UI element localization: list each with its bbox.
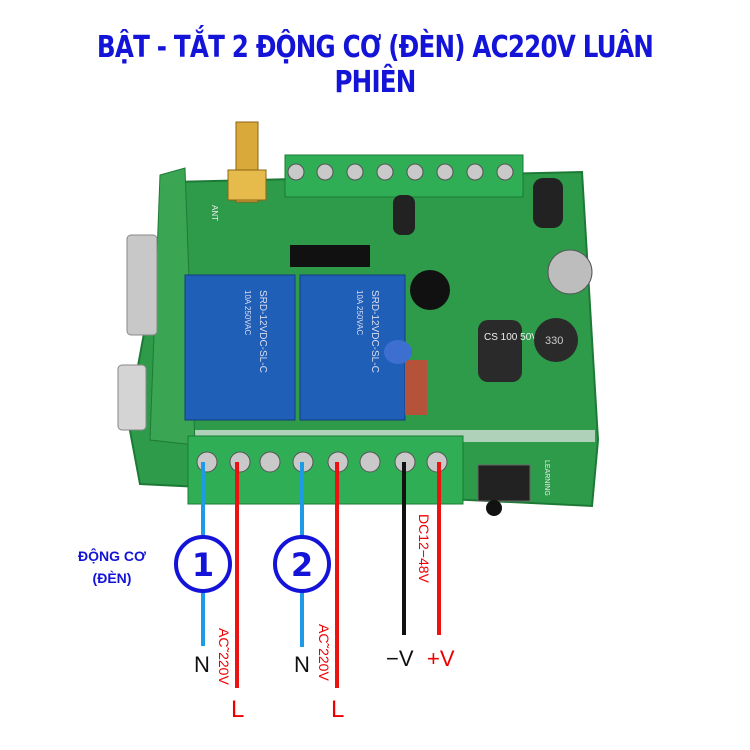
- voltage-label-1: AC˜220V: [216, 628, 232, 685]
- motor-label: ĐỘNG CƠ (ĐÈN): [62, 545, 162, 589]
- terminal-screw: [496, 163, 514, 181]
- terminal-screw: [229, 451, 251, 473]
- live-label-2: L: [331, 696, 345, 723]
- smd-capacitor: [547, 249, 593, 295]
- side-connector: [117, 364, 147, 431]
- main-capacitor: [478, 320, 522, 382]
- page-title: BẬT - TẮT 2 ĐỘNG CƠ (ĐÈN) AC220V LUÂN PH…: [96, 30, 654, 100]
- terminal-screw: [466, 163, 484, 181]
- channel-1-circle: [174, 535, 232, 593]
- terminal-screw: [316, 163, 334, 181]
- relay-rating: 10A 250VAC: [355, 290, 364, 335]
- terminal-screw: [436, 163, 454, 181]
- relay-rating: 10A 250VAC: [243, 290, 252, 335]
- relay-text: SRD-12VDC-SL-C: [257, 290, 268, 373]
- motor-label-line2: (ĐÈN): [92, 570, 132, 586]
- terminal-screw: [406, 163, 424, 181]
- top-screws: [287, 163, 514, 181]
- inductor: [534, 318, 578, 362]
- terminal-screw: [376, 163, 394, 181]
- voltage-label-2: AC˜220V: [316, 624, 332, 681]
- ic-chip: [290, 245, 370, 267]
- blue-capacitor: [384, 340, 412, 364]
- terminal-screw: [287, 163, 305, 181]
- buzzer: [410, 270, 450, 310]
- capacitor-top: [533, 178, 563, 228]
- learning-button[interactable]: [477, 464, 531, 502]
- dc-range-label: DC12−48V: [416, 514, 432, 583]
- motor-label-line1: ĐỘNG CƠ: [78, 548, 146, 564]
- channel-2-circle: [273, 535, 331, 593]
- positive-label: +V: [427, 646, 455, 671]
- terminal-screw: [346, 163, 364, 181]
- button-cap[interactable]: [486, 500, 502, 516]
- varistor: [405, 360, 427, 415]
- capacitor-text: CS 100 50V: [484, 332, 538, 343]
- learning-text: LEARNING: [543, 460, 550, 496]
- channel-1-number: 1: [192, 546, 214, 584]
- channel-2-number: 2: [291, 546, 313, 584]
- terminal-screw: [359, 451, 381, 473]
- neutral-label-1: N: [194, 652, 210, 677]
- capacitor: [393, 195, 415, 235]
- inductor-text: 330: [545, 335, 563, 347]
- relay-text: SRD-12VDC-SL-C: [369, 290, 380, 373]
- antenna-nut: [227, 169, 267, 201]
- terminal-screw: [259, 451, 281, 473]
- relay-1: SRD-12VDC-SL-C 10A 250VAC: [184, 274, 296, 421]
- negative-label: −V: [386, 646, 414, 671]
- bottom-terminal-block: [187, 435, 464, 505]
- terminal-screw: [196, 451, 218, 473]
- neutral-label-2: N: [294, 652, 310, 677]
- side-connector: [126, 234, 158, 336]
- antenna-text: ANT: [210, 205, 219, 221]
- live-label-1: L: [231, 696, 245, 723]
